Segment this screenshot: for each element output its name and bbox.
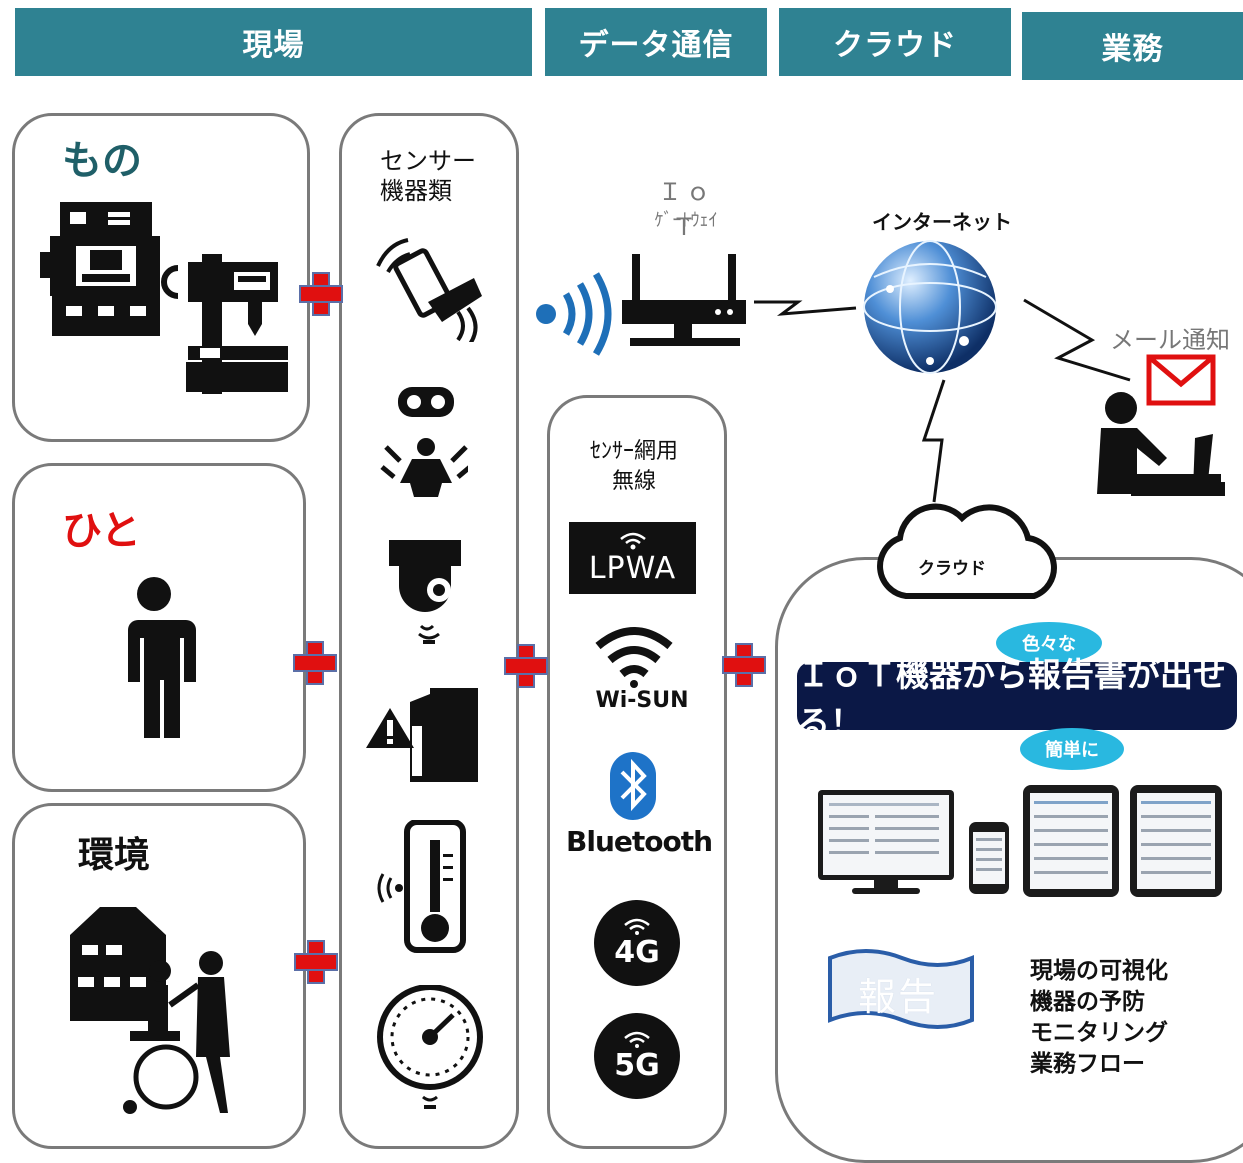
outcomes-list: 現場の可視化 機器の予防 モニタリング 業務フロー: [1030, 956, 1168, 1080]
gateway-label-line1: ＩｏＴ: [658, 178, 714, 241]
bubble-kantan-label: 簡単に: [1045, 740, 1099, 761]
tablet-1: [1023, 785, 1119, 897]
monitor-base: [852, 888, 920, 894]
panel-sensors: [339, 113, 519, 1149]
header-genba: 現場: [15, 8, 532, 76]
environment-house-care-icon: [70, 907, 230, 1114]
5g-label: 5G: [614, 1047, 660, 1083]
plus-icon: [299, 272, 343, 316]
wifi-icon: [619, 532, 646, 549]
bluetooth-icon: [610, 752, 656, 820]
iot-gateway-router-icon: [536, 254, 746, 356]
desktop-monitor: [818, 790, 954, 880]
mail-notice-label: メール通知: [1110, 326, 1230, 354]
mail-envelope-icon: [1146, 354, 1216, 406]
header-cloud-label: クラウド: [833, 28, 957, 63]
tablet-1-screen: [1030, 793, 1112, 889]
connection-line: [1023, 298, 1131, 382]
sensors-title-line2: 機器類: [380, 177, 452, 205]
bubble-iroiro: 色々な: [996, 622, 1102, 664]
outcome-item: 業務フロー: [1030, 1051, 1145, 1077]
wisun-label: Wi-SUN: [595, 688, 689, 713]
outcome-item: 機器の予防: [1030, 989, 1145, 1015]
wifi-icon: [624, 918, 650, 935]
thermometer-icon: [377, 820, 466, 953]
smartphone-screen: [973, 832, 1005, 884]
machine-tools-icon: [40, 202, 288, 394]
header-gyomu: 業務: [1022, 12, 1243, 80]
title-mono: もの: [62, 138, 142, 184]
plus-icon: [504, 644, 548, 688]
desktop-screen: [823, 795, 949, 875]
smartphone: [969, 822, 1009, 894]
plus-icon: [722, 643, 766, 687]
header-cloud: クラウド: [779, 8, 1011, 76]
header-data-tsushin: データ通信: [545, 8, 767, 76]
report-banner-label: ＩｏＴ機器から報告書が出せる！: [797, 655, 1226, 742]
lpwa-label: LPWA: [588, 550, 677, 586]
sensors-title: センサー 機器類: [380, 146, 476, 206]
header-data-tsushin-label: データ通信: [578, 28, 734, 63]
report-banner: ＩｏＴ機器から報告書が出せる！: [797, 655, 1237, 742]
outcome-item: モニタリング: [1030, 1020, 1168, 1046]
bluetooth-label: Bluetooth: [566, 825, 713, 858]
bubble-iroiro-label: 色々な: [1022, 634, 1076, 655]
tablet-2: [1130, 785, 1222, 897]
tablet-2-screen: [1137, 793, 1215, 889]
wireless-title-line1: ｾﾝｻｰ網用: [589, 439, 678, 464]
connection-line: [754, 300, 857, 316]
4g-label: 4G: [614, 934, 660, 970]
motion-sensor-icon: [380, 387, 468, 497]
door-alert-icon: [366, 688, 478, 782]
header-gyomu-label: 業務: [1101, 32, 1164, 67]
smartphone-nfc-icon: [376, 238, 482, 342]
person-icon: [122, 577, 196, 738]
plus-icon: [293, 641, 337, 685]
lpwa-badge: LPWA: [569, 522, 696, 594]
outcome-item: 現場の可視化: [1030, 958, 1168, 984]
internet-globe-icon: [863, 240, 997, 374]
plus-icon: [294, 940, 338, 984]
title-hito: ひと: [62, 508, 141, 554]
cloud-icon: [877, 503, 1057, 599]
office-worker-pc-icon: [1097, 392, 1225, 496]
header-genba-label: 現場: [242, 28, 305, 63]
internet-label: インターネット: [872, 210, 1012, 234]
bubble-kantan: 簡単に: [1020, 728, 1124, 770]
wireless-title: ｾﾝｻｰ網用 無線: [560, 437, 708, 497]
cloud-label: クラウド: [918, 559, 986, 579]
gauge-meter-icon: [377, 985, 483, 1109]
sensors-title-line1: センサー: [380, 147, 476, 175]
wifi-sun-icon: [595, 627, 673, 688]
5g-badge: 5G: [594, 1013, 680, 1099]
title-kankyo: 環境: [78, 835, 151, 876]
security-camera-icon: [389, 540, 461, 644]
wifi-icon: [624, 1031, 650, 1048]
report-document-icon: [828, 949, 974, 1029]
4g-badge: 4G: [594, 900, 680, 986]
monitor-stand: [874, 880, 898, 890]
gateway-label-line2: ｹﾞｰﾄｳｪｲ: [654, 210, 718, 231]
connection-line: [921, 379, 946, 503]
wireless-title-line2: 無線: [611, 469, 656, 494]
report-document-label: 報告: [858, 975, 939, 1019]
